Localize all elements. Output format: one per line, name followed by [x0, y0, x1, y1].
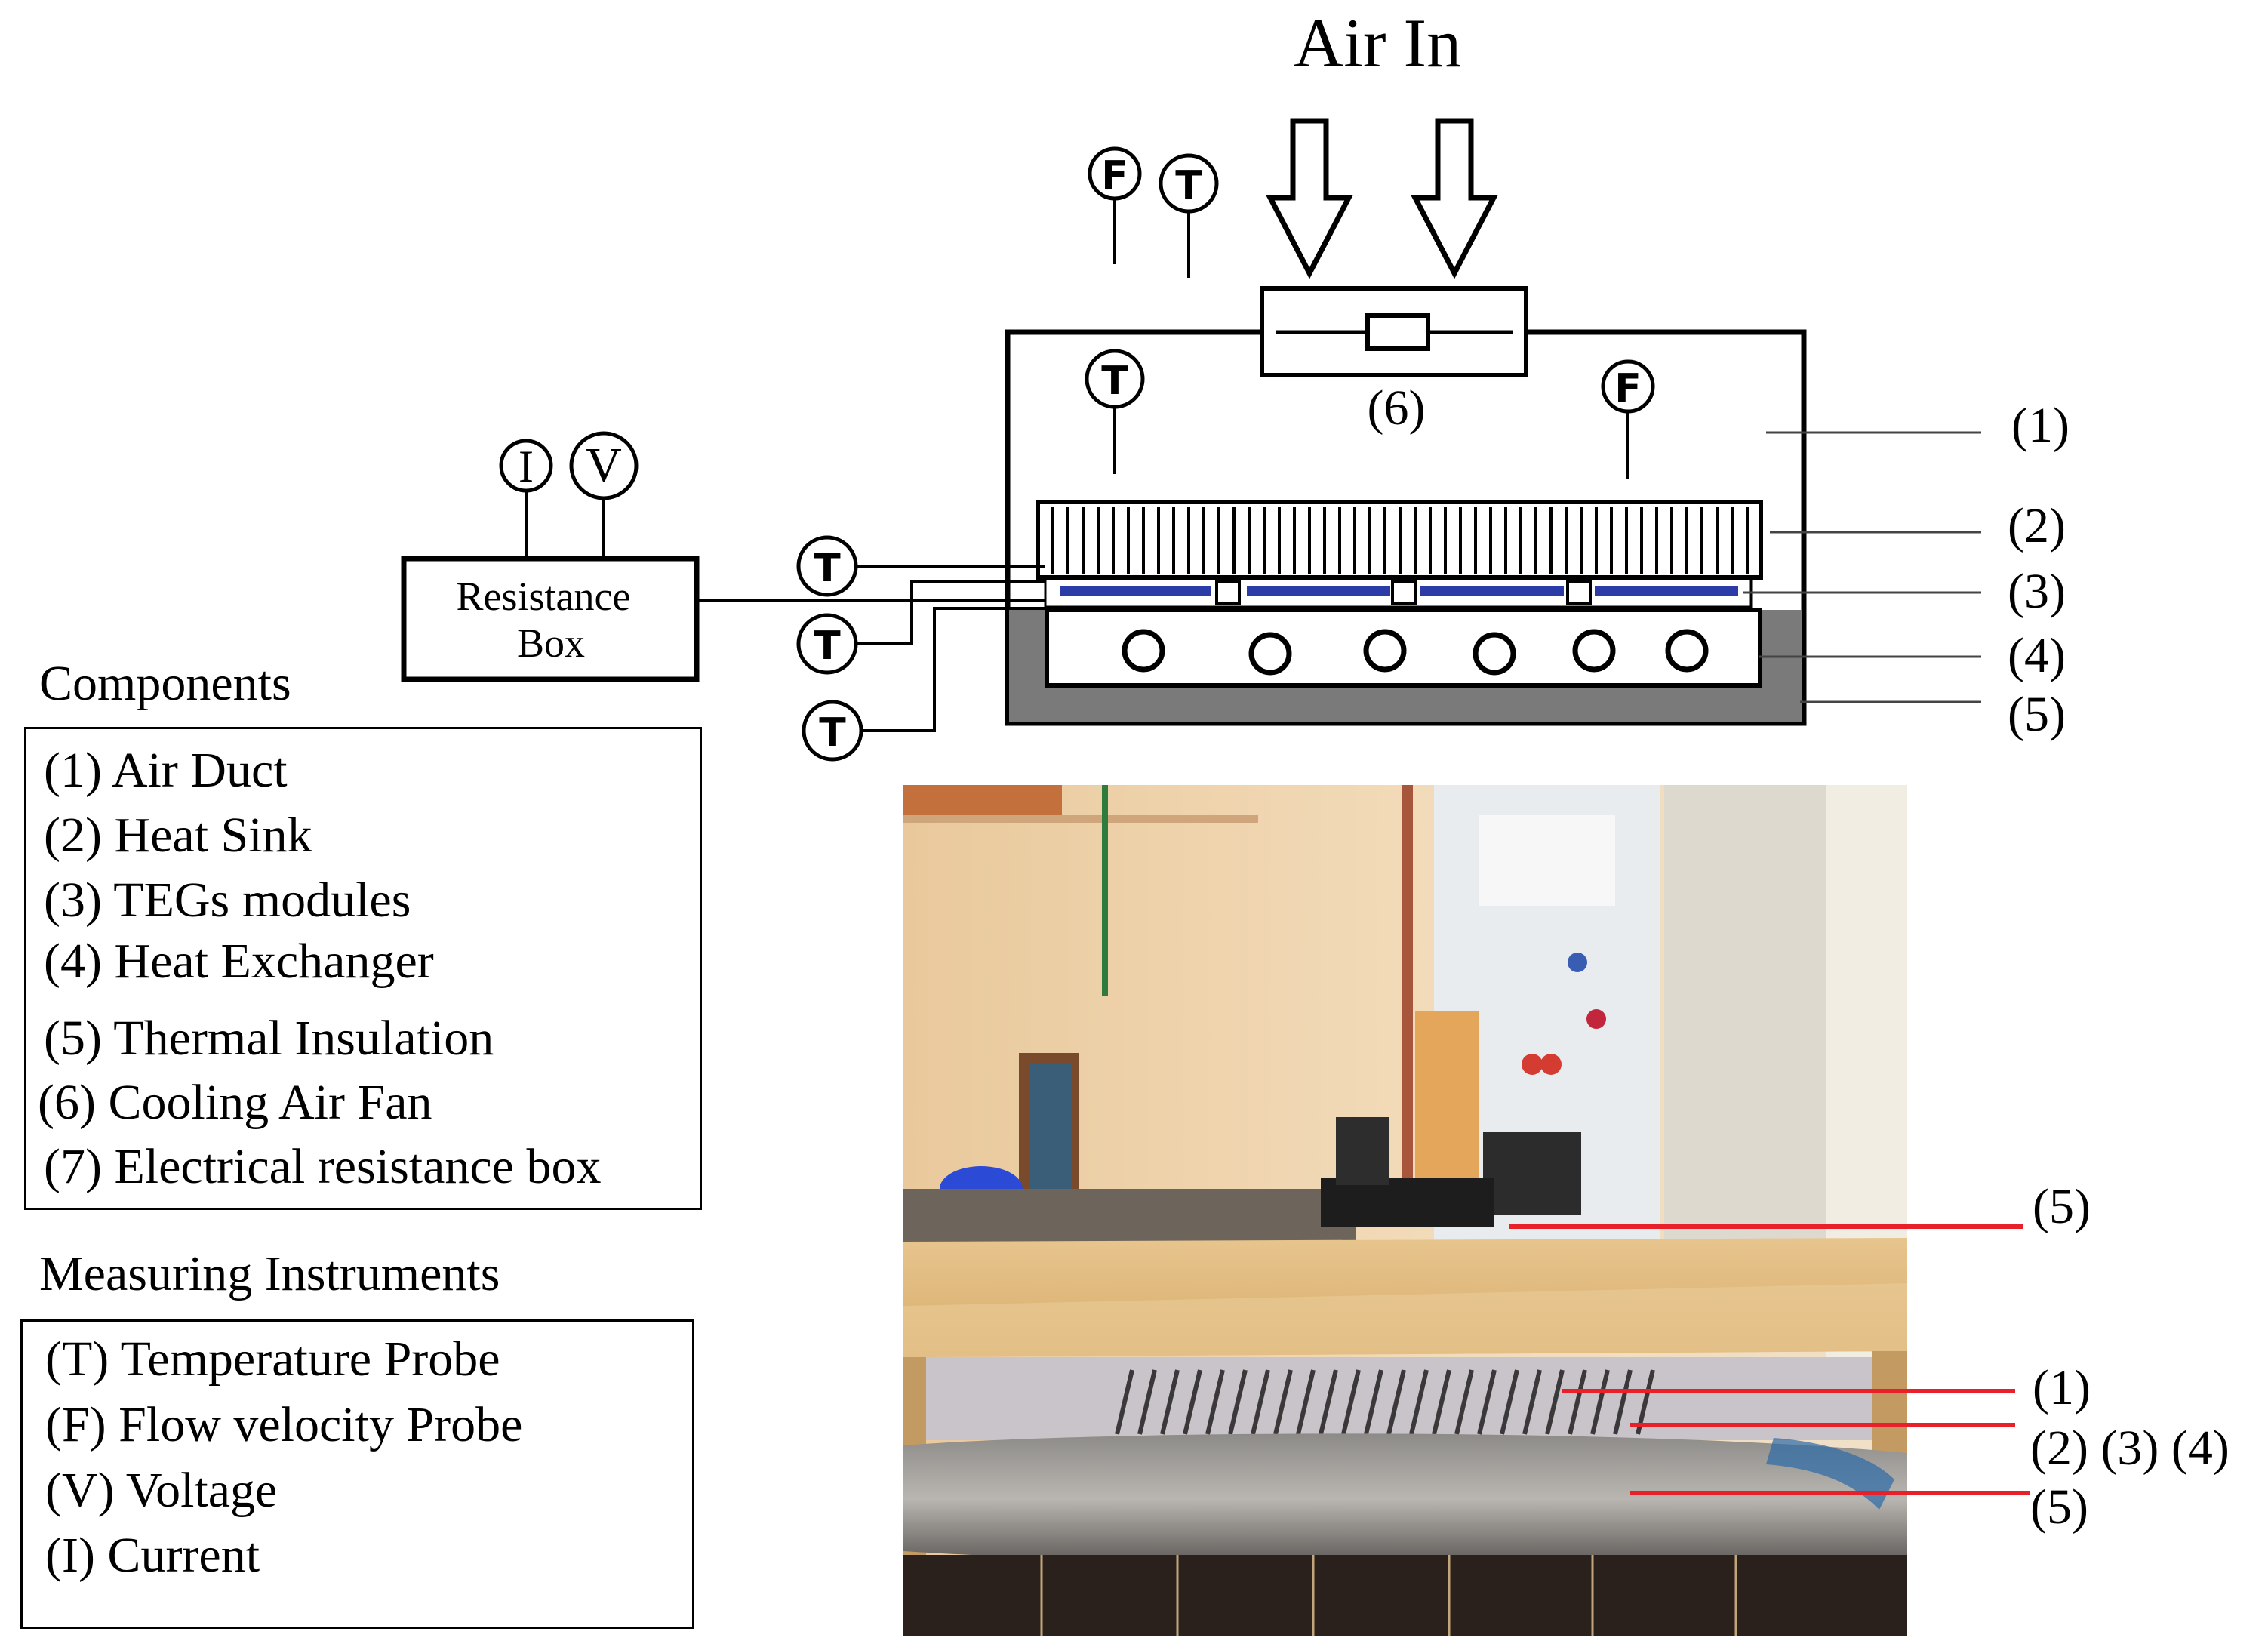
teg-modules — [1044, 577, 1753, 608]
svg-text:T: T — [819, 710, 846, 756]
instruments-legend — [20, 1319, 694, 1629]
part-label-2: (2) — [2008, 498, 2066, 553]
instrument-item: (I) Current — [45, 1528, 260, 1583]
instrument-item: (V) Voltage — [45, 1463, 278, 1518]
svg-text:I: I — [519, 442, 534, 491]
probe-temperature-duct: T — [1085, 349, 1145, 409]
instrument-item: (F) Flow velocity Probe — [45, 1397, 523, 1452]
cooling-fan — [1260, 286, 1528, 377]
setup-photograph — [903, 785, 1907, 1636]
instrument-item: (T) Temperature Probe — [45, 1331, 500, 1387]
components-title: Components — [39, 656, 291, 711]
probe-temperature-teg: T — [796, 613, 858, 675]
svg-text:T: T — [814, 623, 841, 669]
probe-flow-top: F — [1088, 146, 1142, 201]
photo-callout-5-top: (5) — [2033, 1179, 2091, 1234]
photo-callout-lines — [1509, 1224, 2030, 1495]
probe-wires — [525, 168, 1629, 732]
photo-callout-5-bottom: (5) — [2030, 1479, 2088, 1535]
svg-text:V: V — [586, 438, 622, 493]
component-item: (3) TEGs modules — [44, 873, 411, 928]
part-label-5: (5) — [2008, 687, 2066, 742]
component-item: (4) Heat Exchanger — [44, 934, 434, 989]
svg-text:F: F — [1101, 153, 1128, 199]
components-legend — [24, 727, 702, 1210]
resistance-box — [401, 556, 700, 682]
probe-temperature-exchanger: T — [802, 700, 863, 762]
instruments-title: Measuring Instruments — [39, 1246, 500, 1301]
part-label-3: (3) — [2008, 564, 2066, 619]
air-in-arrows — [1266, 118, 1498, 279]
svg-text:T: T — [1101, 359, 1128, 404]
probe-current: I — [499, 439, 553, 493]
component-item: (2) Heat Sink — [44, 808, 312, 863]
photo-callout-234: (2) (3) (4) — [2030, 1421, 2230, 1476]
diagram-title: Air In — [1294, 5, 1461, 82]
probe-voltage: V — [569, 431, 639, 500]
svg-text:F: F — [1614, 366, 1642, 411]
heat-exchanger-tubes — [1122, 629, 1709, 676]
svg-text:T: T — [814, 546, 841, 591]
component-item: (6) Cooling Air Fan — [38, 1075, 432, 1130]
probe-flow-duct: F — [1601, 359, 1655, 414]
component-item: (7) Electrical resistance box — [44, 1139, 602, 1194]
resistance-box-label-2: Box — [517, 620, 585, 666]
probe-temperature-heatsink: T — [796, 535, 858, 597]
svg-text:T: T — [1175, 163, 1202, 208]
fan-label: (6) — [1368, 380, 1426, 436]
part-label-1: (1) — [2011, 398, 2070, 453]
resistance-box-label: Resistance — [457, 574, 631, 619]
probe-temperature-top: T — [1159, 153, 1219, 214]
down-arrow-icon — [1411, 118, 1498, 279]
component-item: (1) Air Duct — [44, 743, 288, 798]
photo-callout-1: (1) — [2033, 1360, 2091, 1415]
part-label-4: (4) — [2008, 628, 2066, 683]
component-item: (5) Thermal Insulation — [44, 1011, 494, 1066]
down-arrow-icon — [1266, 118, 1353, 279]
part-leader-lines — [1743, 431, 1981, 703]
heat-sink — [1036, 500, 1763, 580]
